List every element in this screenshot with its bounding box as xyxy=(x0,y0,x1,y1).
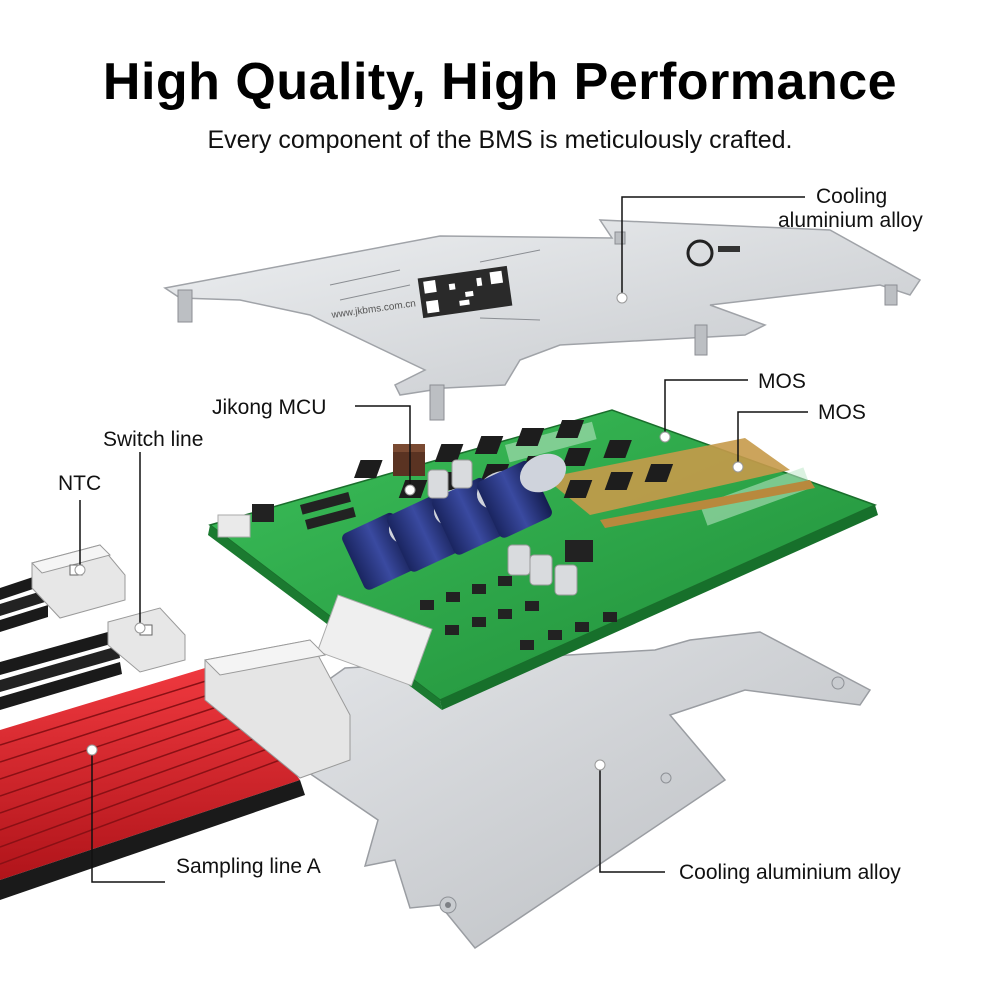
callout-leader-lines xyxy=(79,196,808,883)
page-subtitle: Every component of the BMS is meticulous… xyxy=(207,126,793,154)
callout-sampling-line-a: Sampling line A xyxy=(176,855,321,878)
callout-switch-line: Switch line xyxy=(103,428,204,451)
switch-line-cable xyxy=(0,607,186,710)
qr-code xyxy=(417,265,513,319)
callout-top-plate-line2: aluminium alloy xyxy=(778,209,923,232)
callout-top-plate-line1: Cooling xyxy=(816,185,888,208)
sampling-line-a-cable xyxy=(0,639,351,900)
top-cooling-plate xyxy=(163,219,922,421)
jikong-logo xyxy=(686,239,740,267)
bottom-cooling-plate xyxy=(289,631,872,950)
callout-jikong-mcu: Jikong MCU xyxy=(212,396,327,419)
callout-mos-1: MOS xyxy=(758,370,806,393)
callout-bottom-cooling-plate: Cooling aluminium alloy xyxy=(679,861,901,884)
page-title: High Quality, High Performance xyxy=(102,53,898,111)
callout-mos-2: MOS xyxy=(818,401,866,424)
capacitors xyxy=(342,453,578,596)
ntc-cable xyxy=(0,544,126,632)
callout-dots xyxy=(74,292,744,771)
callout-ntc: NTC xyxy=(58,472,102,495)
